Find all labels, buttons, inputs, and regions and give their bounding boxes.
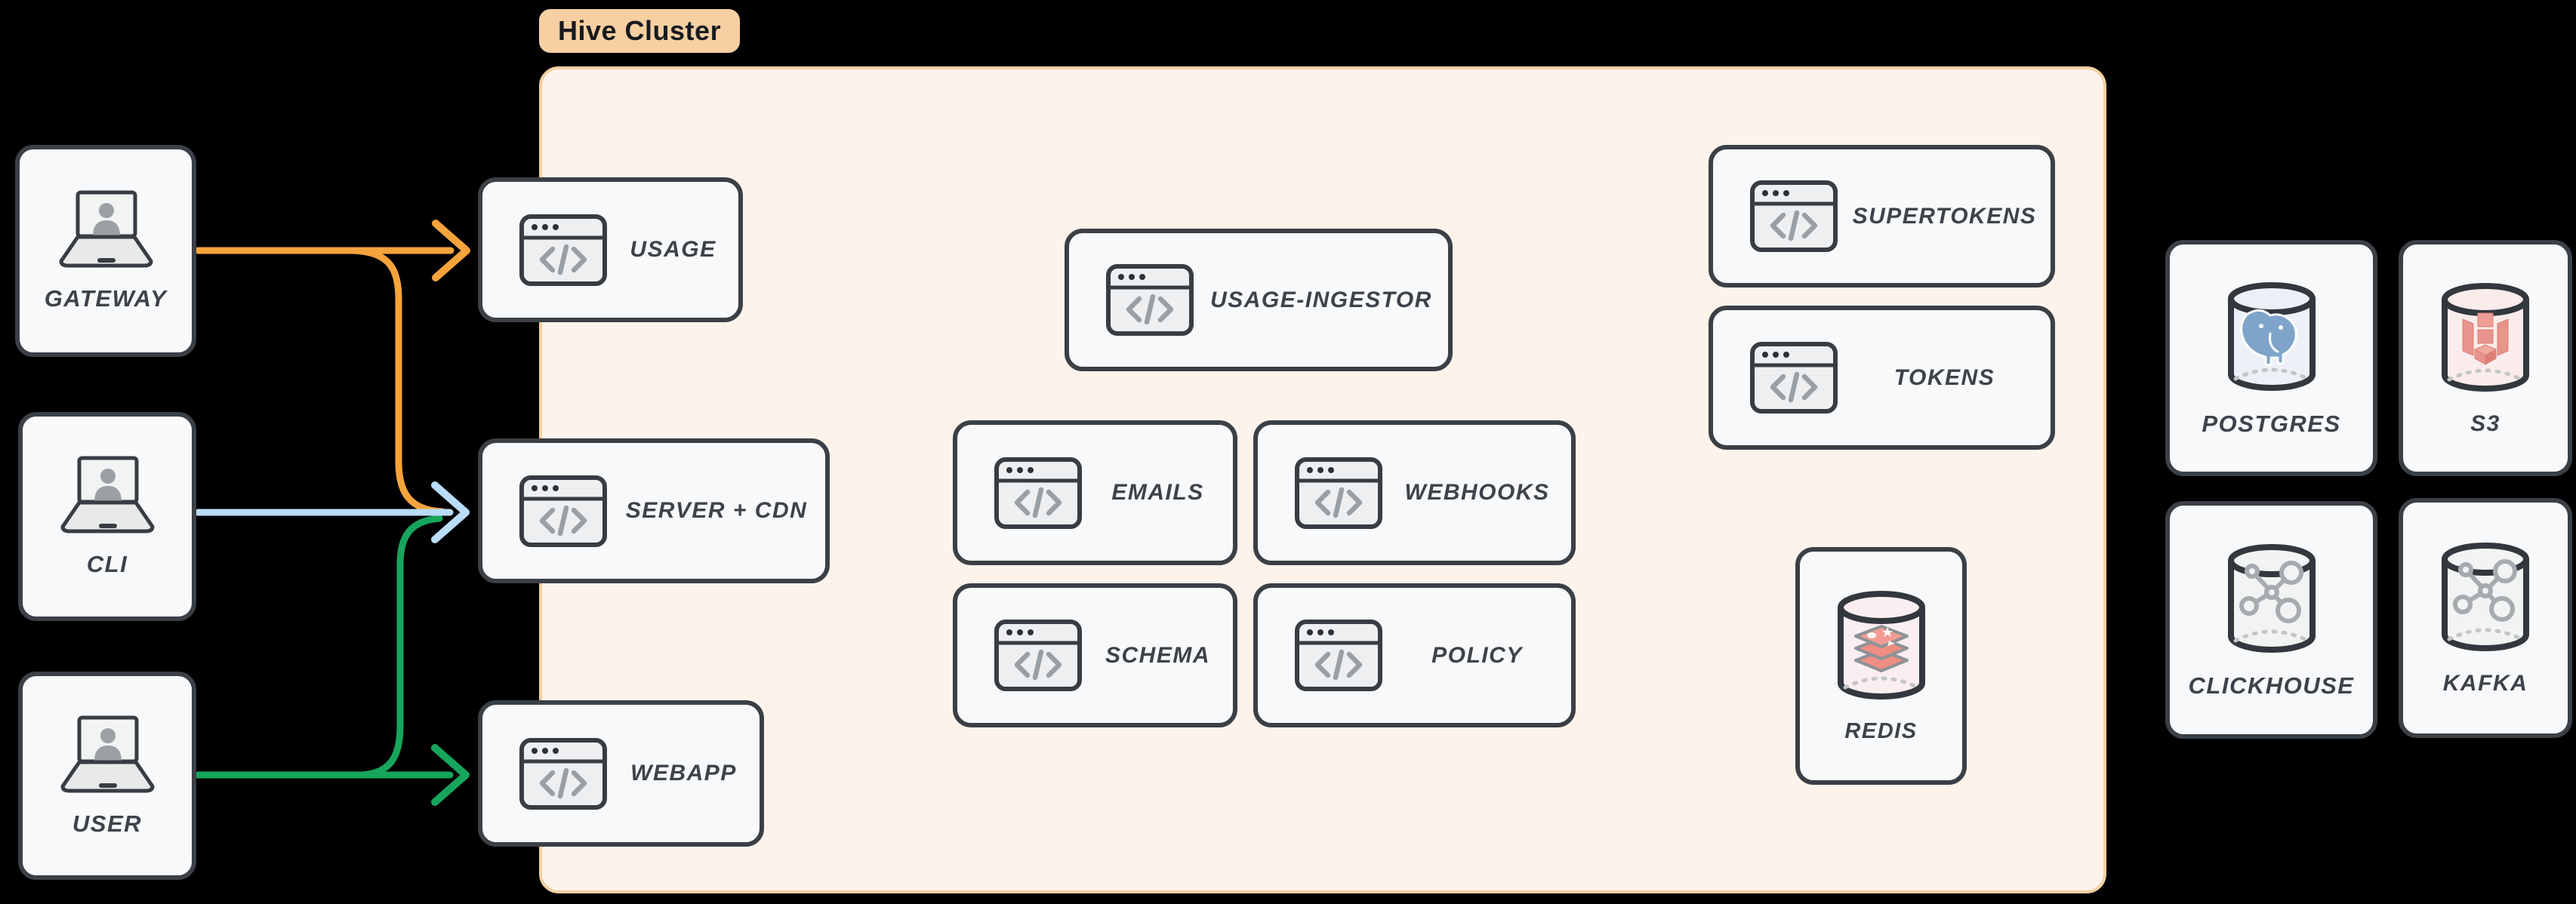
node-label: USAGE-INGESTOR [1210,287,1432,312]
node-webapp: WEBAPP [478,700,764,847]
code-window-icon [1749,180,1838,253]
node-supertokens: SUPERTOKENS [1709,145,2055,287]
clickhouse-database-icon [2219,541,2325,656]
node-emails: EMAILS [953,420,1237,565]
node-label: CLI [86,551,128,577]
node-label: EMAILS [1111,480,1204,505]
code-window-icon [1749,341,1838,414]
node-label: POSTGRES [2202,410,2341,437]
node-label: CLICKHOUSE [2188,672,2355,699]
node-label: USAGE [630,237,716,262]
node-label: USER [72,810,143,837]
node-gateway: GATEWAY [15,145,196,357]
hive-cluster-badge: Hive Cluster [539,9,741,53]
node-usage-ingestor: USAGE-INGESTOR [1065,229,1453,371]
node-tokens: TOKENS [1709,306,2055,450]
node-label: WEBAPP [630,761,737,786]
node-cli: CLI [18,412,196,621]
node-label: TOKENS [1893,364,1995,390]
arrow-user-to-webapp [194,744,470,806]
laptop-user-icon [49,189,162,269]
code-window-icon [519,214,608,287]
code-window-icon [1294,619,1383,692]
node-label: REDIS [1844,719,1918,743]
redis-database-icon [1829,588,1934,703]
node-label: SCHEMA [1105,642,1210,668]
code-window-icon [519,737,608,810]
node-policy: POLICY [1253,583,1576,727]
node-label: GATEWAY [44,285,168,312]
node-label: KAFKA [2442,671,2528,696]
postgres-database-icon [2219,279,2325,394]
node-kafka: KAFKA [2399,498,2572,738]
node-label: SERVER + CDN [625,498,808,523]
node-usage: USAGE [478,177,743,322]
node-schema: SCHEMA [953,583,1237,727]
node-label: POLICY [1431,642,1523,668]
node-postgres: POSTGRES [2165,240,2377,476]
code-window-icon [519,475,608,548]
arrow-user-to-server-cdn [357,515,443,779]
code-window-icon [1294,457,1383,530]
arrow-gateway-to-usage [194,220,470,281]
node-user: USER [18,672,196,880]
code-window-icon [1105,263,1194,337]
node-label: WEBHOOKS [1404,480,1550,505]
node-redis: REDIS [1795,547,1967,785]
s3-database-icon [2433,280,2538,395]
code-window-icon [994,619,1083,692]
node-label: S3 [2470,410,2501,436]
laptop-user-icon [51,455,164,534]
arrow-gateway-to-server-cdn [350,247,446,515]
kafka-database-icon [2433,540,2538,654]
hive-cluster-label: Hive Cluster [558,15,722,46]
code-window-icon [994,457,1083,530]
laptop-user-icon [51,715,164,794]
node-label: SUPERTOKENS [1852,203,2037,229]
arrow-cli-to-server-cdn [194,481,470,543]
node-clickhouse: CLICKHOUSE [2165,501,2377,739]
node-webhooks: WEBHOOKS [1253,420,1576,565]
node-server-cdn: SERVER + CDN [478,438,830,583]
node-s3: S3 [2399,240,2572,476]
